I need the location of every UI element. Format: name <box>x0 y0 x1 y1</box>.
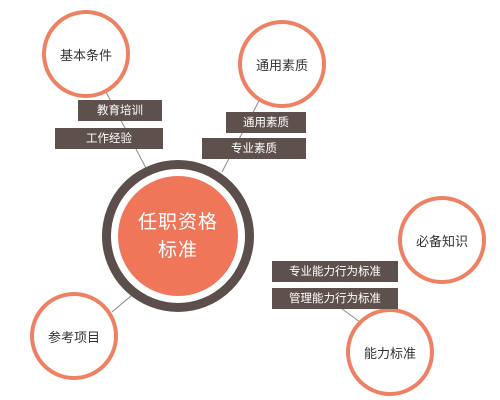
tag-education-training: 教育培训 <box>78 100 162 121</box>
satellite-general-quality: 通用素质 <box>238 20 326 108</box>
satellite-ability-standard: 能力标准 <box>346 308 434 396</box>
satellite-basic-conditions: 基本条件 <box>42 10 130 98</box>
tag-work-experience: 工作经验 <box>55 128 163 149</box>
center-hub-title-line1: 任职资格 <box>137 211 218 233</box>
center-hub-title-line2: 标准 <box>157 239 198 261</box>
satellite-required-knowledge: 必备知识 <box>398 196 486 284</box>
satellite-general-quality-label: 通用素质 <box>255 58 308 74</box>
tag-management-ability-behavior-standard: 管理能力行为标准 <box>272 288 398 309</box>
tag-professional-quality: 专业素质 <box>202 138 306 159</box>
tag-general-quality: 通用素质 <box>226 112 306 133</box>
satellite-required-knowledge-label: 必备知识 <box>415 234 468 250</box>
connector-general-quality <box>221 94 263 173</box>
satellite-reference-items: 参考项目 <box>30 292 118 380</box>
satellite-reference-items-label: 参考项目 <box>47 330 100 346</box>
center-hub: 任职资格 标准 <box>118 176 238 296</box>
tag-professional-ability-behavior-standard: 专业能力行为标准 <box>272 261 398 282</box>
satellite-ability-standard-label: 能力标准 <box>363 346 416 362</box>
satellite-basic-conditions-label: 基本条件 <box>59 48 112 64</box>
